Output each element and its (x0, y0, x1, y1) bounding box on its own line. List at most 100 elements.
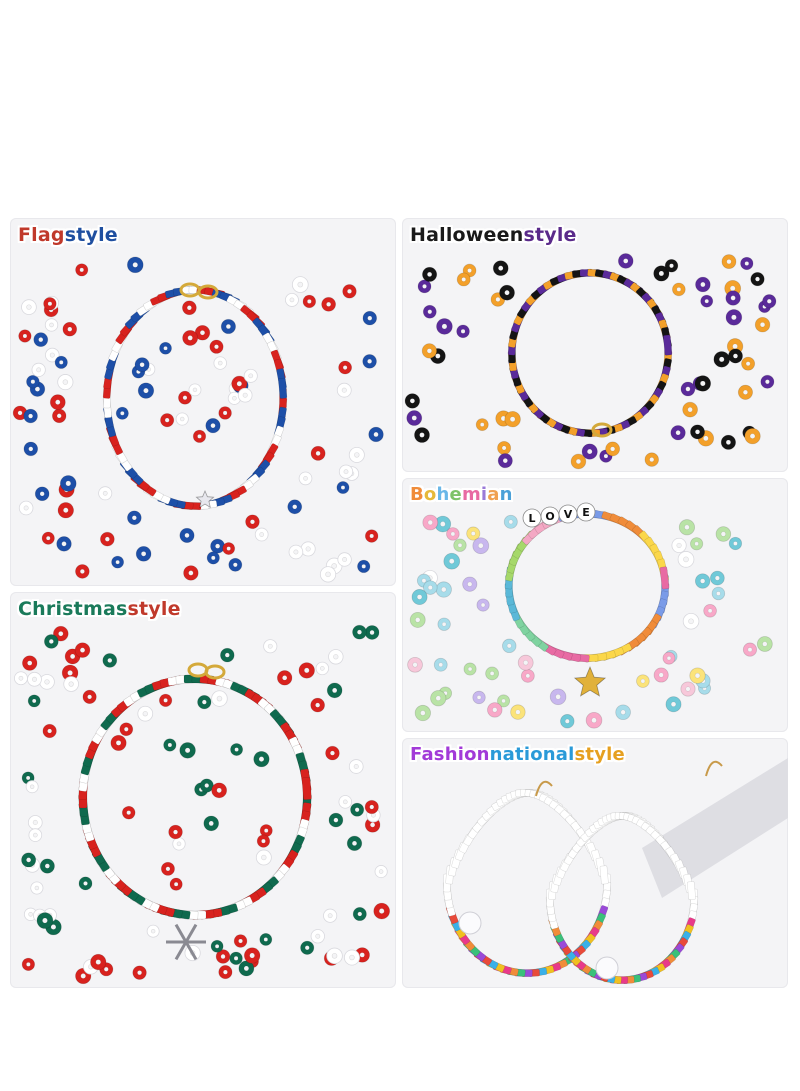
scattered-bead (338, 360, 353, 375)
scattered-bead (300, 541, 316, 557)
scattered-bead (62, 321, 78, 337)
scattered-bead (725, 290, 741, 306)
scattered-bead (348, 446, 365, 463)
flag-title-word: Flag (18, 224, 65, 246)
letter-bead-text: V (564, 508, 573, 521)
flag-style-panel: Flag style (10, 218, 396, 586)
flag-title-style: style (64, 224, 118, 246)
halloween-title-word: Halloween (410, 224, 524, 246)
scattered-bead (475, 418, 489, 432)
scattered-bead (215, 949, 231, 964)
scattered-bead (680, 381, 696, 397)
scattered-bead (404, 393, 421, 409)
scattered-bead (636, 674, 650, 688)
scattered-bead (255, 849, 272, 866)
scattered-bead (742, 642, 758, 657)
scattered-bead (407, 656, 423, 673)
scattered-bead (560, 714, 575, 729)
scattered-bead (211, 782, 228, 799)
scattered-bead (499, 284, 515, 301)
halloween-bracelet (507, 268, 673, 438)
scattered-bead (497, 440, 512, 455)
scattered-bead (423, 580, 438, 595)
background-band (642, 758, 788, 898)
scattered-bead (487, 702, 503, 718)
scattered-bead (463, 662, 477, 676)
scattered-bead (137, 705, 154, 722)
scattered-bead (90, 953, 107, 971)
bohemian-bracelet (504, 509, 670, 663)
scattered-bead (443, 552, 461, 570)
scattered-bead (222, 542, 236, 555)
pearl-bead (595, 956, 619, 980)
scattered-bead (192, 429, 207, 443)
scattered-bead (220, 318, 236, 335)
pearl-bead (458, 911, 482, 935)
scattered-bead (227, 391, 241, 405)
scattered-bead (689, 667, 706, 684)
scattered-bead (298, 662, 315, 679)
scattered-bead (665, 696, 682, 713)
scattered-bead (160, 861, 175, 876)
scattered-bead (727, 348, 743, 364)
scattered-bead (82, 689, 97, 704)
flag-star-charm (195, 489, 215, 509)
scattered-bead (33, 332, 49, 348)
scattered-bead (644, 452, 659, 467)
scattered-bead (336, 382, 352, 398)
scattered-bead (245, 514, 260, 530)
halloween-bracelet-photo (404, 253, 777, 470)
scattered-bead (14, 671, 28, 686)
snowflake-charm (166, 923, 206, 961)
christmas-title-word: Christmas (18, 598, 128, 620)
scattered-bead (336, 481, 350, 495)
scattered-bead (229, 951, 243, 966)
scattered-bead (700, 294, 714, 308)
scattered-bead (362, 310, 378, 326)
scattered-bead (682, 401, 698, 418)
scattered-bead (51, 408, 67, 424)
scattered-bead (338, 795, 353, 809)
scattered-bead (368, 426, 384, 443)
scattered-bead (664, 259, 679, 273)
fashion-title-national: national (489, 744, 575, 765)
scattered-bead (21, 852, 37, 868)
scattered-bead (549, 688, 567, 706)
scattered-bead (243, 947, 261, 964)
scattered-bead (710, 570, 725, 586)
scattered-bead (466, 526, 481, 541)
scattered-bead (205, 418, 221, 434)
scattered-bead (175, 412, 189, 426)
scattered-bead (45, 347, 60, 363)
scattered-bead (288, 544, 304, 560)
scattered-bead (422, 304, 437, 319)
scattered-bead (680, 681, 696, 697)
scattered-bead (259, 933, 273, 946)
scattered-bead (182, 329, 199, 346)
flag-clasp-2 (197, 284, 219, 300)
halloween-title-style: style (523, 224, 577, 246)
letter-bead-text: O (545, 510, 554, 523)
scattered-bead (694, 573, 711, 589)
scattered-bead (374, 865, 388, 879)
scattered-bead (728, 536, 743, 551)
scattered-bead (52, 625, 69, 642)
scattered-bead (163, 738, 177, 752)
scattered-bead (21, 957, 36, 971)
scattered-bead (233, 934, 248, 948)
scattered-bead (328, 812, 344, 828)
scattered-bead (414, 704, 431, 722)
scattered-bead (502, 638, 517, 654)
letter-bead-text: E (582, 506, 590, 519)
scattered-bead (111, 555, 125, 569)
scattered-bead (23, 441, 39, 457)
scattered-bead (110, 734, 127, 752)
scattered-bead (126, 256, 144, 274)
scattered-bead (653, 265, 670, 282)
scattered-bead (570, 453, 587, 470)
scattered-bead (243, 368, 258, 383)
scattered-bead (75, 263, 89, 277)
halloween-style-panel: Halloween style (402, 218, 788, 472)
scattered-bead (39, 674, 55, 690)
